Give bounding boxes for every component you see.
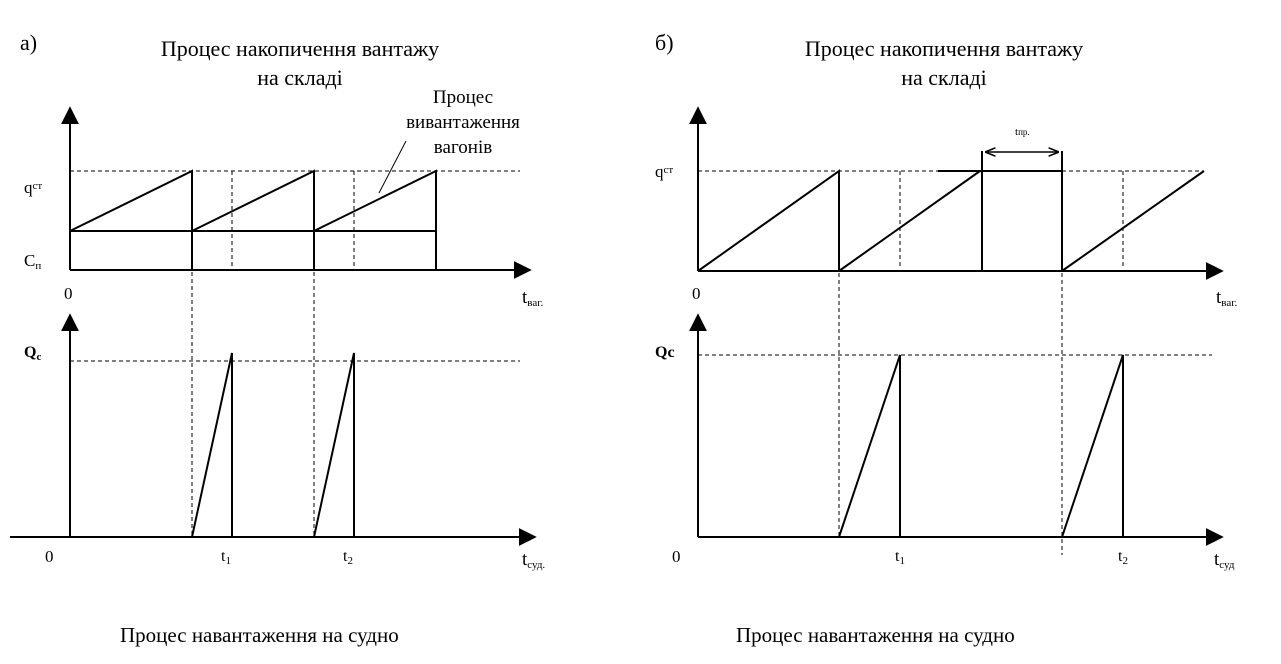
panel-b-Qc-label: Qc [655, 344, 675, 361]
panel-b-title: Процес накопичення вантажу на складі [754, 34, 1134, 92]
panel-a-qst-label: qст [24, 178, 43, 197]
panel-a-loading-1 [191, 352, 233, 538]
panel-a-title: Процес накопичення вантажу на складі [110, 34, 490, 92]
panel-b-accumulation-3 [1061, 170, 1205, 272]
panel-a-t1-label: t1 [221, 548, 231, 567]
panel-b-qst-label: qст [655, 162, 674, 181]
panel-a-unload-leader [378, 140, 407, 194]
panel-b-caption: Процес навантаження на судно [736, 623, 1015, 647]
panel-b-accumulation-1 [697, 169, 840, 272]
panel-a-unload-line2: вивантаження [406, 112, 520, 133]
panel-a-title-line2: на складі [257, 65, 343, 90]
panel-a-loading-2 [313, 352, 355, 538]
panel-a-unload-line1: Процес [432, 87, 494, 108]
panel-a-Qc-label: Qc [24, 344, 42, 363]
panel-b-twag-label: tваг. [1216, 287, 1238, 309]
panel-b-loading-2 [1061, 354, 1124, 538]
panel-b-tsud-label: tсуд [1214, 549, 1235, 571]
panel-a-letter: а) [20, 30, 38, 55]
panel-b-title-line1: Процес накопичення вантажу [804, 36, 1084, 61]
panel-b-bottom-origin: 0 [672, 547, 681, 566]
panel-a-accumulation-1 [69, 169, 193, 270]
panel-a-bottom-origin: 0 [45, 547, 54, 566]
panel-b-t2-label: t2 [1118, 548, 1128, 567]
panel-b-tpr-label: tпр. [1015, 126, 1030, 138]
panel-a-tsud-label: tсуд. [522, 549, 546, 571]
panel-a-caption: Процес навантаження на судно [120, 623, 399, 647]
panel-a-t2-label: t2 [343, 548, 353, 567]
panel-b-loading-1 [838, 354, 901, 538]
panel-b-title-line2: на складі [901, 65, 987, 90]
panel-b-t1-label: t1 [895, 548, 905, 567]
panel-a-twag-label: tваг. [522, 287, 544, 309]
panel-a-top-origin: 0 [64, 284, 73, 303]
panel-b-accumulation-2 [838, 170, 981, 272]
panel-a-unload-label: Процес вивантаження вагонів [372, 85, 554, 160]
panel-a-unload-line3: вагонів [433, 137, 493, 158]
panel-b-top-origin: 0 [692, 284, 701, 303]
panel-b-letter: б) [655, 30, 674, 55]
panel-a-accumulation-3 [313, 169, 437, 270]
panel-a-top-axes [61, 106, 532, 279]
panel-a-title-line1: Процес накопичення вантажу [160, 36, 440, 61]
panel-a-cp-label: Cп [24, 251, 42, 272]
panel-a-accumulation-2 [191, 169, 315, 270]
